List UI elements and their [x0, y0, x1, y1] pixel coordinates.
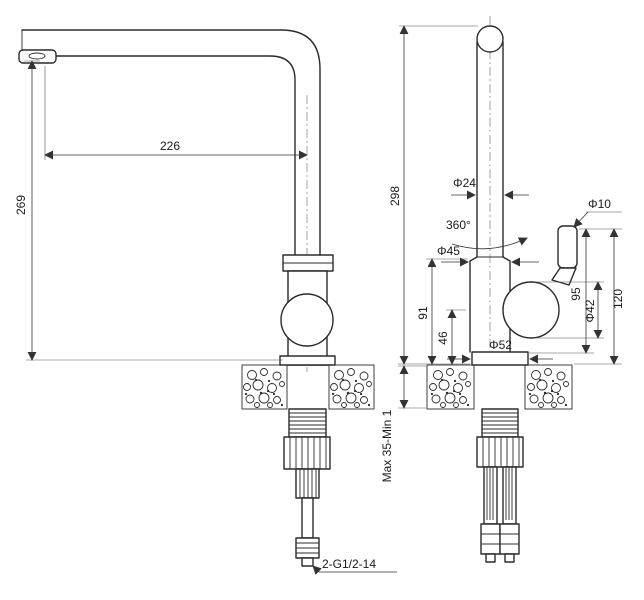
dim-label-pipe-diameter: Φ24: [453, 176, 476, 190]
under-deck-hardware-left: [283, 408, 331, 567]
handle-joint-sphere-right: [502, 281, 560, 339]
spout-outline: [18, 29, 321, 256]
aerator-nozzle: [18, 49, 57, 64]
base-escutcheon-left: [279, 355, 336, 366]
supply-hose-left: [301, 497, 314, 539]
counter-deck-left-view: [241, 364, 375, 410]
left-dimensions: 226 269 2-G1/2-14: [14, 60, 397, 575]
supply-tube-2: [502, 466, 517, 525]
counter-deck-right-view: [426, 364, 573, 410]
threaded-shank-right: [481, 408, 519, 438]
supply-tube-1: [483, 466, 498, 525]
base-flange-right: [471, 351, 529, 366]
lever-diameter-leader: [573, 211, 589, 228]
mounting-nut-left: [283, 436, 331, 470]
faucet-body-right: [469, 225, 578, 366]
dim-label-lever-diameter: Φ10: [588, 197, 611, 211]
mounting-nut-right: [476, 436, 524, 468]
right-view: 298 Φ24 360° Φ45 Φ10 95 120: [380, 16, 625, 563]
threaded-shank-left: [288, 408, 327, 438]
dim-label-base-diameter: Φ52: [489, 338, 512, 352]
dim-label-spout-height: 269: [14, 195, 28, 215]
connector-tip-2: [504, 553, 515, 563]
swivel-arc-arrow: [451, 237, 528, 250]
handle-joint-sphere-left: [280, 293, 334, 347]
handle-lever: [557, 225, 578, 269]
dim-label-46: 46: [436, 331, 450, 345]
under-deck-hardware-right: [476, 408, 524, 563]
handle-neck: [551, 267, 577, 286]
riser-pipe: [476, 25, 504, 258]
left-view: 226 269 2-G1/2-14: [14, 29, 397, 575]
dim-label-91: 91: [416, 306, 430, 320]
dim-label-spout-reach: 226: [160, 139, 180, 153]
thread-spec-label: 2-G1/2-14: [322, 557, 376, 571]
dim-label-120: 120: [611, 289, 625, 309]
swivel-angle-label: 360°: [446, 218, 471, 232]
dim-label-95: 95: [569, 287, 583, 301]
hose-connector-1: [480, 523, 501, 555]
right-dimensions: 298 Φ24 360° Φ45 Φ10 95 120: [380, 25, 625, 482]
hose-connector-2: [499, 523, 520, 555]
thread-leader: [312, 565, 397, 575]
connector-tip-left: [301, 557, 314, 567]
dim-label-total-height: 298: [388, 186, 402, 206]
aerator-outlet: [28, 52, 46, 60]
spout-bend-top: [476, 25, 504, 53]
dim-label-joint-diameter: Φ42: [583, 299, 597, 322]
connector-tip-1: [485, 553, 496, 563]
deck-thickness-range-label: Max 35-Min 1: [380, 409, 394, 482]
dim-label-body-diameter: Φ45: [437, 244, 460, 258]
